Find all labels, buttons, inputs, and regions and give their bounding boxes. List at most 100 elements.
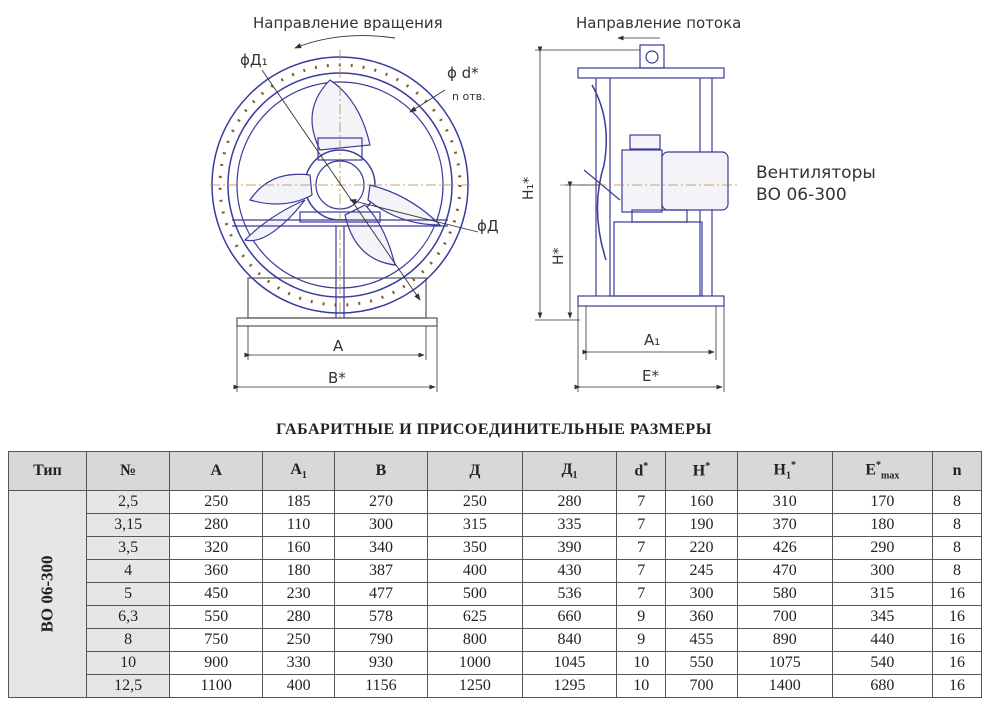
header-d1: Д1 (521, 451, 618, 491)
cell-h1: 370 (736, 513, 833, 537)
cell-number: 8 (85, 628, 171, 652)
cell-n: 16 (932, 582, 982, 606)
cell-d: 625 (426, 605, 523, 629)
cell-b: 1156 (333, 674, 428, 698)
cell-h: 220 (665, 536, 738, 560)
cell-d: 1000 (426, 651, 523, 675)
dimension-b-label: B* (328, 369, 346, 387)
cell-a1: 230 (262, 582, 335, 606)
hole-diameter-label: ϕ d* (447, 64, 479, 82)
cell-d1: 1045 (521, 651, 618, 675)
cell-d: 250 (426, 490, 523, 514)
header-a: A (169, 451, 264, 491)
dimension-h-label: H* (551, 247, 567, 265)
cell-a: 360 (169, 559, 264, 583)
cell-hole-d: 7 (616, 513, 667, 537)
cell-d: 350 (426, 536, 523, 560)
cell-a: 750 (169, 628, 264, 652)
cell-d1: 536 (521, 582, 618, 606)
cell-d: 400 (426, 559, 523, 583)
cell-b: 387 (333, 559, 428, 583)
header-hole-d: d* (616, 451, 667, 491)
header-number: № (85, 451, 171, 491)
cell-e-max: 170 (831, 490, 934, 514)
cell-e-max: 315 (831, 582, 934, 606)
hole-count-label: n отв. (452, 90, 486, 103)
cell-a: 280 (169, 513, 264, 537)
cell-e-max: 300 (831, 559, 934, 583)
cell-b: 477 (333, 582, 428, 606)
type-value: ВО 06-300 (37, 555, 57, 632)
fan-model-title-line1: Вентиляторы (756, 163, 876, 183)
type-cell: ВО 06-300 (8, 490, 87, 698)
header-e-max: E*max (831, 451, 934, 491)
cell-a: 250 (169, 490, 264, 514)
rotation-direction-label: Направление вращения (253, 14, 443, 32)
cell-number: 10 (85, 651, 171, 675)
cell-hole-d: 7 (616, 559, 667, 583)
cell-hole-d: 9 (616, 628, 667, 652)
cell-number: 12,5 (85, 674, 171, 698)
header-b: B (333, 451, 428, 491)
cell-a1: 180 (262, 559, 335, 583)
fan-model-title-line2: ВО 06-300 (756, 185, 847, 205)
cell-h1: 310 (736, 490, 833, 514)
cell-h: 190 (665, 513, 738, 537)
cell-e-max: 680 (831, 674, 934, 698)
cell-d1: 390 (521, 536, 618, 560)
cell-h1: 470 (736, 559, 833, 583)
cell-number: 5 (85, 582, 171, 606)
cell-h: 360 (665, 605, 738, 629)
cell-a1: 250 (262, 628, 335, 652)
diameter-d1-label: ϕД₁ (240, 51, 268, 69)
cell-n: 16 (932, 605, 982, 629)
dimension-a-label: A (333, 337, 344, 355)
cell-h: 700 (665, 674, 738, 698)
header-d: Д (426, 451, 523, 491)
cell-e-max: 180 (831, 513, 934, 537)
cell-d1: 430 (521, 559, 618, 583)
table-header-row: Тип № A A1 B Д Д1 d* H* H1* E*max n (8, 451, 982, 491)
cell-hole-d: 10 (616, 674, 667, 698)
cell-d1: 1295 (521, 674, 618, 698)
header-type: Тип (8, 451, 87, 491)
cell-hole-d: 7 (616, 490, 667, 514)
cell-n: 16 (932, 651, 982, 675)
cell-n: 16 (932, 628, 982, 652)
cell-h1: 580 (736, 582, 833, 606)
cell-b: 300 (333, 513, 428, 537)
cell-hole-d: 9 (616, 605, 667, 629)
cell-d: 315 (426, 513, 523, 537)
cell-a1: 110 (262, 513, 335, 537)
cell-h1: 890 (736, 628, 833, 652)
cell-e-max: 440 (831, 628, 934, 652)
cell-n: 8 (932, 513, 982, 537)
cell-h: 160 (665, 490, 738, 514)
cell-d1: 335 (521, 513, 618, 537)
cell-a1: 185 (262, 490, 335, 514)
fan-technical-drawing: Направление вращения ϕД₁ ϕ d* n отв. ϕД … (210, 14, 876, 392)
cell-h1: 426 (736, 536, 833, 560)
cell-h: 550 (665, 651, 738, 675)
cell-hole-d: 7 (616, 536, 667, 560)
cell-b: 790 (333, 628, 428, 652)
cell-a1: 280 (262, 605, 335, 629)
flow-direction-label: Направление потока (576, 14, 741, 32)
cell-h1: 1400 (736, 674, 833, 698)
dimension-e-label: E* (642, 367, 659, 385)
cell-a1: 400 (262, 674, 335, 698)
cell-number: 4 (85, 559, 171, 583)
cell-a: 320 (169, 536, 264, 560)
cell-h: 455 (665, 628, 738, 652)
cell-number: 3,5 (85, 536, 171, 560)
cell-e-max: 345 (831, 605, 934, 629)
header-h1: H1* (736, 451, 833, 491)
cell-h: 300 (665, 582, 738, 606)
header-a1: A1 (262, 451, 335, 491)
cell-h: 245 (665, 559, 738, 583)
cell-b: 578 (333, 605, 428, 629)
cell-n: 8 (932, 490, 982, 514)
